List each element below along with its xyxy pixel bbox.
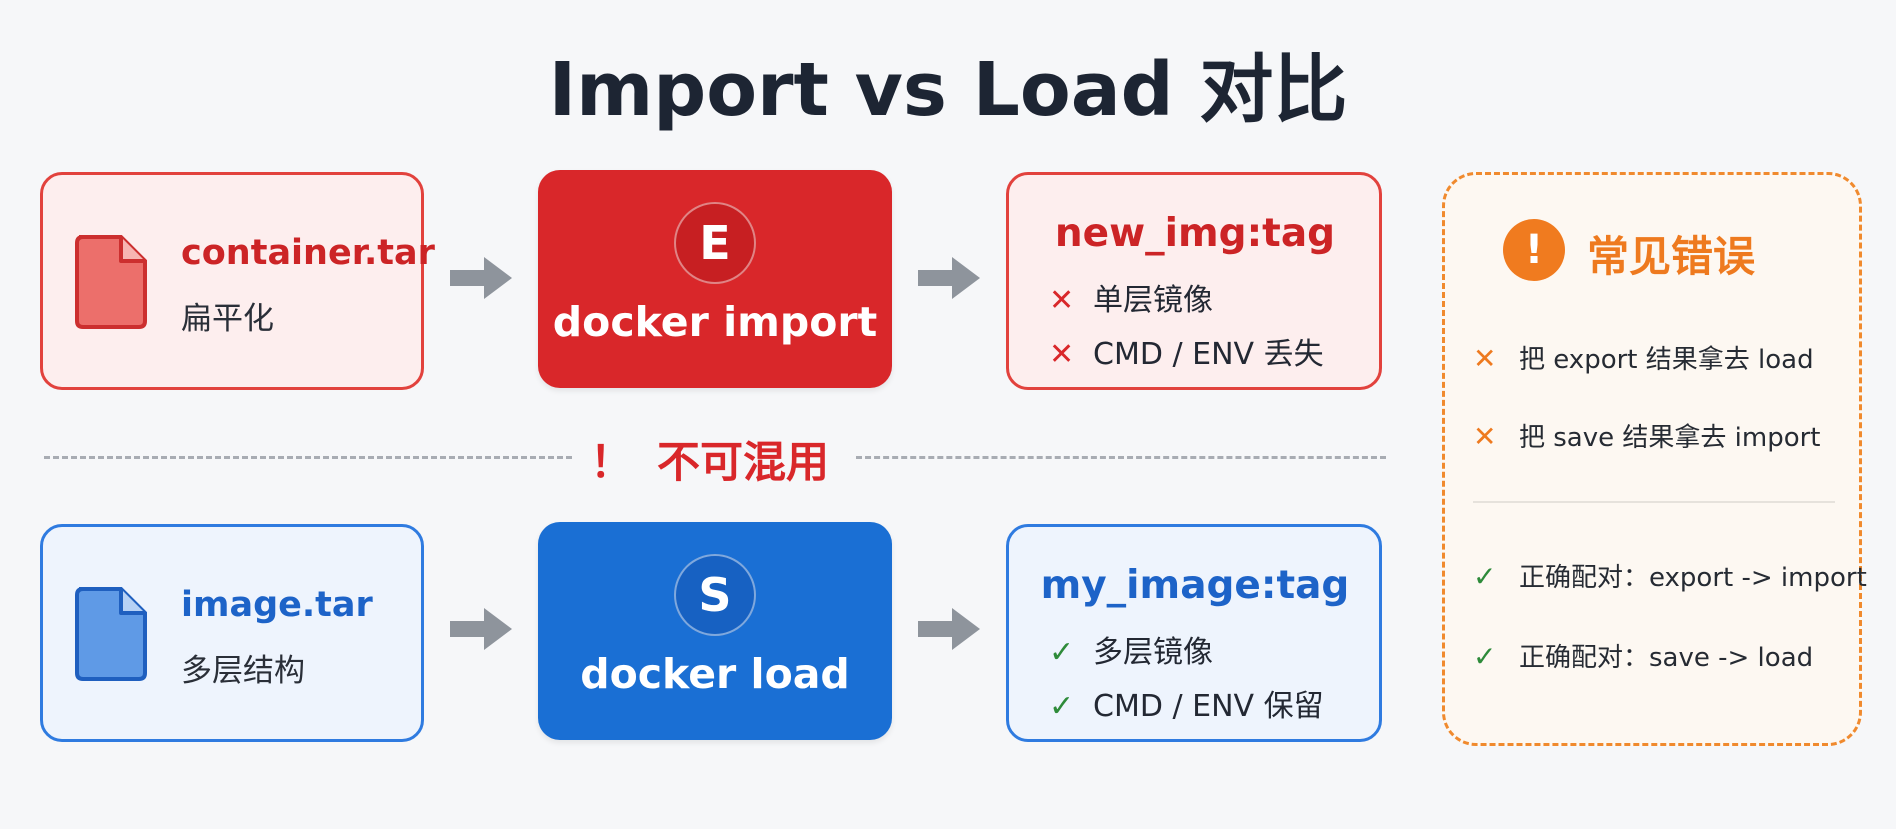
- no-mix-label: 不可混用: [657, 438, 829, 488]
- result-item: ✕单层镜像: [1049, 283, 1213, 318]
- arrow-right-icon: [918, 608, 980, 650]
- divider-right: [856, 456, 1386, 459]
- check-icon: ✓: [1473, 640, 1497, 673]
- result-box-new-img: new_img:tag ✕单层镜像 ✕CMD / ENV 丢失: [1006, 172, 1382, 390]
- source-name: image.tar: [181, 585, 373, 625]
- arrow-right-icon: [450, 608, 512, 650]
- cross-icon: ✕: [1049, 283, 1075, 318]
- result-name: new_img:tag: [1054, 211, 1336, 256]
- result-name: my_image:tag: [1040, 563, 1350, 608]
- check-icon: ✓: [1049, 689, 1075, 724]
- check-icon: ✓: [1049, 635, 1075, 670]
- page-title: Import vs Load 对比: [548, 47, 1348, 133]
- correct-item: ✓正确配对：export -> import: [1473, 560, 1867, 593]
- arrow-right-icon: [918, 257, 980, 299]
- cross-icon: ✕: [1473, 342, 1497, 375]
- check-icon: ✓: [1473, 560, 1497, 593]
- command-label: docker load: [580, 650, 850, 698]
- result-box-my-image: my_image:tag ✓多层镜像 ✓CMD / ENV 保留: [1006, 524, 1382, 742]
- source-box-image-tar: image.tar 多层结构: [40, 524, 424, 742]
- panel-separator: [1473, 501, 1835, 503]
- divider-left: [44, 456, 572, 459]
- cross-icon: ✕: [1049, 337, 1075, 372]
- source-box-container-tar: container.tar 扁平化: [40, 172, 435, 390]
- common-mistakes-panel: ! 常见错误 ✕把 export 结果拿去 load ✕把 save 结果拿去 …: [1442, 172, 1867, 746]
- alert-icon: !: [1503, 219, 1565, 281]
- command-box-docker-import: E docker import: [538, 170, 892, 388]
- correct-item: ✓正确配对：save -> load: [1473, 640, 1814, 673]
- cross-icon: ✕: [1473, 420, 1497, 453]
- load-badge: S: [674, 554, 756, 636]
- source-name: container.tar: [181, 233, 435, 273]
- command-box-docker-load: S docker load: [538, 522, 892, 740]
- source-desc: 多层结构: [181, 653, 305, 689]
- result-item: ✓CMD / ENV 保留: [1049, 689, 1324, 724]
- file-icon: [75, 587, 147, 681]
- mistake-item: ✕把 save 结果拿去 import: [1473, 420, 1821, 453]
- file-icon: [75, 235, 147, 329]
- arrow-right-icon: [450, 257, 512, 299]
- alert-icon: ！: [590, 438, 633, 488]
- panel-title: 常见错误: [1587, 232, 1756, 281]
- source-desc: 扁平化: [181, 301, 274, 337]
- mistake-item: ✕把 export 结果拿去 load: [1473, 342, 1814, 375]
- no-mix-warning: ！ 不可混用: [590, 428, 829, 490]
- command-label: docker import: [552, 298, 878, 346]
- result-item: ✓多层镜像: [1049, 635, 1213, 670]
- result-item: ✕CMD / ENV 丢失: [1049, 337, 1324, 372]
- import-badge: E: [674, 202, 756, 284]
